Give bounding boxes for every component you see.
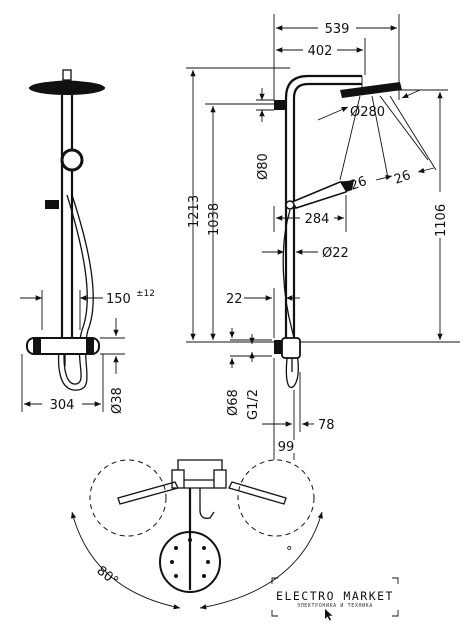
dim-26-b: 26	[392, 168, 413, 188]
dim-78: 78	[318, 418, 335, 433]
dim-284: 284	[305, 212, 330, 227]
top-view: 80° °	[70, 459, 323, 610]
front-view: 304 150 ±12 Ø38	[20, 69, 155, 414]
side-overhead-shower	[340, 76, 402, 98]
dim-26-a: 26	[348, 174, 369, 194]
dim-80: Ø80	[256, 153, 271, 180]
dim-degree-small: °	[286, 545, 293, 560]
logo-subtitle: ЭЛЕКТРОНИКА И ТЕХНИКА	[297, 603, 373, 609]
logo: ELECTRO MARKET ЭЛЕКТРОНИКА И ТЕХНИКА	[271, 577, 399, 621]
dim-150: 150	[106, 292, 131, 307]
dim-80-degree: 80°	[94, 563, 121, 589]
dim-150-tolerance: ±12	[136, 289, 155, 299]
side-thermostat	[274, 337, 301, 372]
dim-1106: 1106	[434, 204, 449, 237]
front-handshower	[60, 148, 84, 172]
front-overhead-shower	[29, 81, 105, 95]
dim-539: 539	[325, 22, 350, 37]
dim-38: Ø38	[110, 387, 125, 414]
front-thermostat	[26, 337, 100, 355]
dim-99: 99	[278, 440, 295, 455]
dim-402: 402	[308, 44, 333, 59]
side-view: 539 402 1213 1038 1106	[186, 14, 460, 460]
logo-title: ELECTRO MARKET	[276, 589, 394, 603]
dim-22-wall: 22	[226, 292, 243, 307]
dim-g12: G1/2	[246, 389, 261, 420]
dim-1213: 1213	[187, 195, 202, 228]
dim-68: Ø68	[226, 389, 241, 416]
side-handshower	[285, 180, 354, 210]
dim-304: 304	[50, 398, 75, 413]
dim-22-bar: Ø22	[322, 246, 349, 261]
dim-1038: 1038	[207, 203, 222, 236]
cursor-icon	[325, 609, 333, 621]
